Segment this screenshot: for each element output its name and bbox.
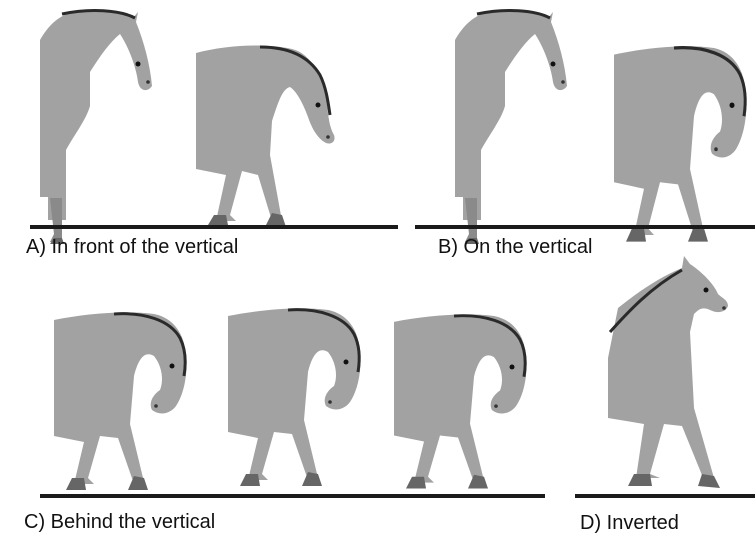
horse-c2 bbox=[228, 308, 361, 486]
horse-b1 bbox=[455, 11, 567, 244]
panel-a-in-front-of-vertical bbox=[30, 11, 398, 244]
horse-a2 bbox=[196, 46, 335, 227]
caption-behind-vertical: C) Behind the vertical bbox=[24, 511, 215, 534]
panel-b-on-vertical bbox=[415, 11, 755, 244]
ground-line-a bbox=[30, 225, 398, 229]
panel-c-behind-vertical bbox=[40, 308, 545, 498]
ground-line-b bbox=[415, 225, 755, 229]
caption-in-front-of-vertical: A) In front of the vertical bbox=[26, 236, 238, 259]
ground-line-d bbox=[575, 494, 755, 498]
panel-d-inverted bbox=[575, 256, 755, 498]
ground-line-c bbox=[40, 494, 545, 498]
horse-d1 bbox=[608, 256, 728, 488]
caption-inverted: D) Inverted bbox=[580, 512, 679, 535]
horse-c3 bbox=[394, 314, 527, 488]
horse-c1 bbox=[54, 312, 187, 490]
horse-a1 bbox=[40, 11, 152, 244]
caption-on-vertical: B) On the vertical bbox=[438, 236, 593, 259]
horse-b2 bbox=[614, 46, 747, 241]
